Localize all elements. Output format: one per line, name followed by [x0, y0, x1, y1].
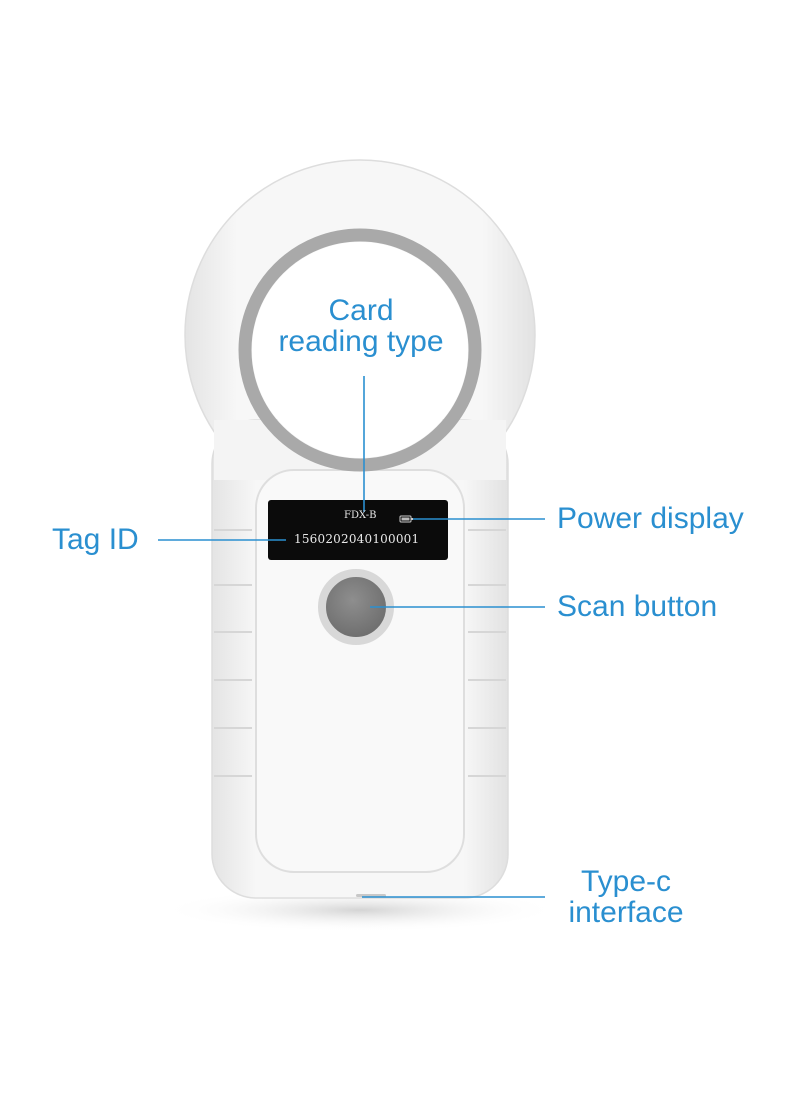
antenna-ring — [238, 228, 482, 472]
lcd-card-type: FDX-B — [344, 510, 377, 521]
label-tag-id: Tag ID — [52, 523, 139, 556]
label-scan-button: Scan button — [557, 590, 718, 623]
label-card-reading-type-line1: Card — [328, 294, 394, 327]
battery-icon — [399, 515, 413, 523]
label-type-c-line2: interface — [568, 896, 684, 929]
right-grip-ridges — [468, 529, 506, 777]
rfid-reader-device — [184, 159, 536, 899]
floor-shadow — [160, 888, 560, 932]
left-grip-ridges — [214, 529, 252, 777]
label-card-reading-type: Card reading type — [266, 295, 456, 357]
label-type-c-line1: Type-c — [580, 865, 672, 898]
label-power-display: Power display — [557, 502, 744, 535]
lcd-screen — [268, 500, 448, 560]
label-type-c-interface: Type-c interface — [560, 866, 692, 928]
leader-lines — [158, 376, 545, 898]
lcd-tag-id: 1560202040100001 — [294, 532, 420, 546]
label-card-reading-type-line2: reading type — [278, 325, 444, 358]
